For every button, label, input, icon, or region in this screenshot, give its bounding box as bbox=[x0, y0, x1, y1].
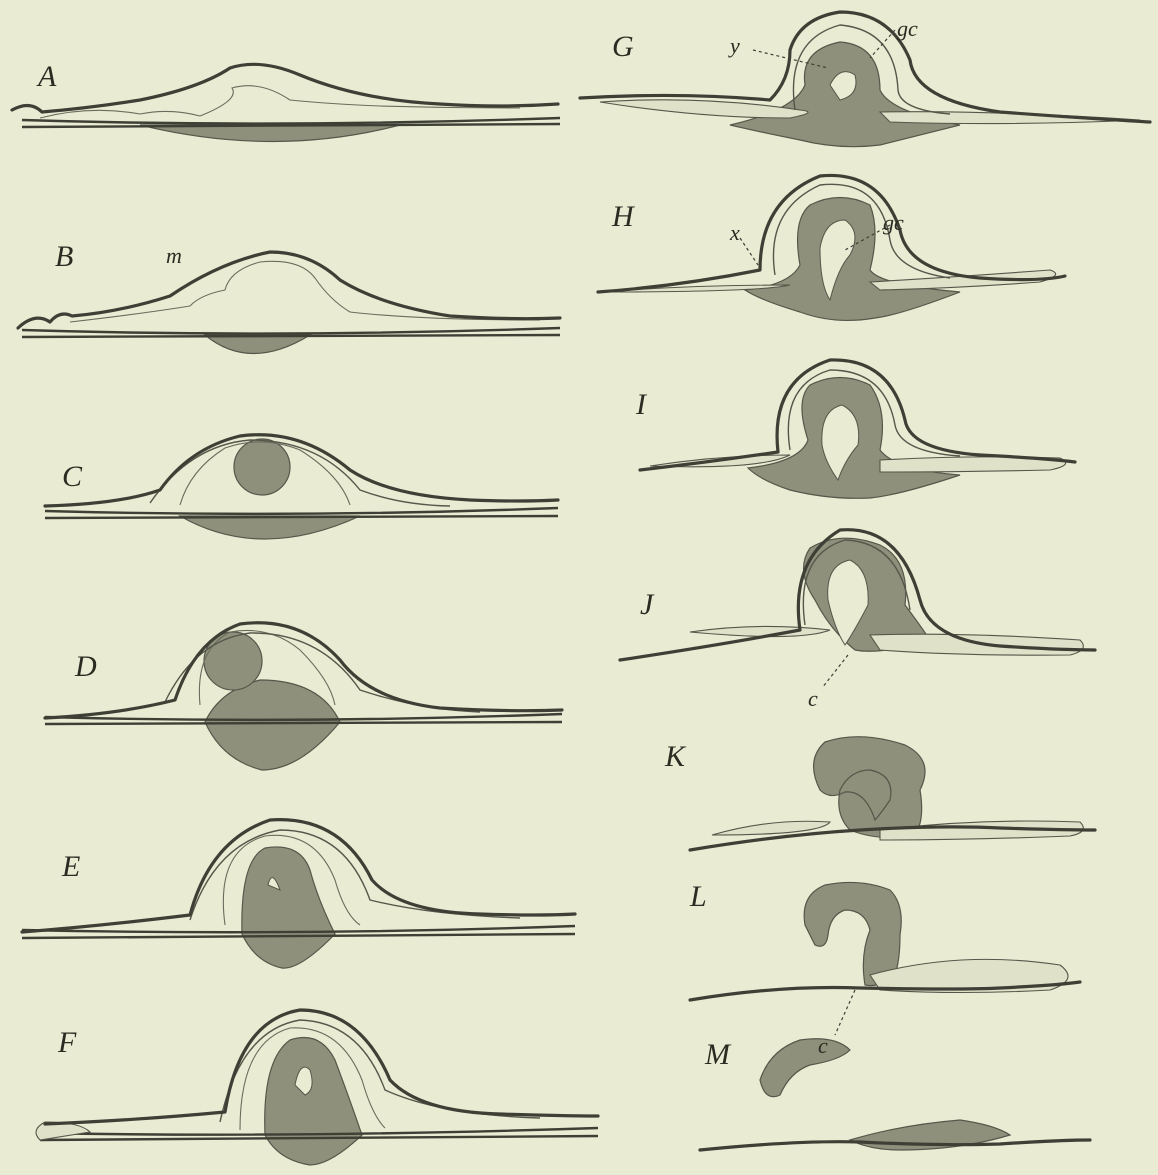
section-g bbox=[580, 12, 1150, 147]
section-d bbox=[45, 623, 562, 770]
label-c: C bbox=[62, 462, 82, 492]
section-h bbox=[598, 175, 1065, 320]
label-b: B bbox=[55, 242, 73, 272]
label-j: J bbox=[640, 590, 653, 620]
label-d: D bbox=[75, 652, 97, 682]
annotation-m: m bbox=[166, 245, 182, 267]
label-m: M bbox=[705, 1040, 730, 1070]
label-e: E bbox=[62, 852, 80, 882]
section-j bbox=[620, 530, 1095, 688]
section-m bbox=[700, 1039, 1090, 1150]
annotation-gc-g: gc bbox=[897, 18, 918, 40]
annotation-gc-h: gc bbox=[883, 212, 904, 234]
annotation-y: y bbox=[730, 35, 740, 57]
annotation-x: x bbox=[730, 222, 740, 244]
section-a bbox=[12, 64, 560, 141]
section-i bbox=[640, 360, 1075, 498]
label-h: H bbox=[612, 202, 634, 232]
section-b bbox=[18, 252, 560, 354]
label-i: I bbox=[636, 390, 646, 420]
annotation-c-j: c bbox=[808, 688, 818, 710]
section-e bbox=[22, 820, 575, 968]
label-f: F bbox=[58, 1028, 76, 1058]
section-l bbox=[690, 882, 1080, 1035]
section-c bbox=[45, 435, 558, 539]
label-g: G bbox=[612, 32, 634, 62]
annotation-c-l: c bbox=[818, 1035, 828, 1057]
label-k: K bbox=[665, 742, 685, 772]
section-f bbox=[36, 1010, 598, 1165]
label-l: L bbox=[690, 882, 707, 912]
label-a: A bbox=[38, 62, 56, 92]
section-k bbox=[690, 737, 1095, 850]
